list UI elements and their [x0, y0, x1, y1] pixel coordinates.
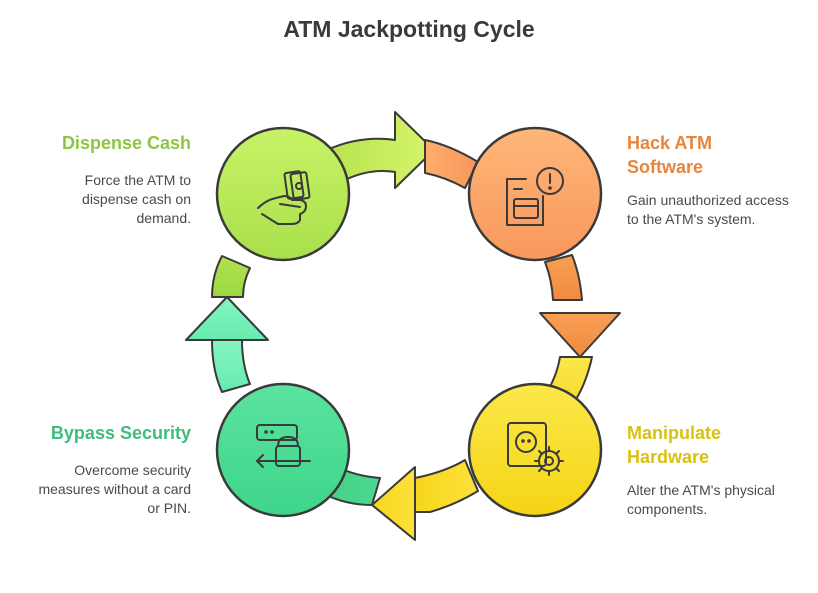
desc-manipulate-hardware: Alter the ATM's physical components.	[627, 481, 812, 519]
ring-segment-top-right	[424, 139, 479, 189]
label-manipulate-hardware-line: Manipulate	[627, 423, 722, 443]
node-hack-software	[467, 126, 603, 262]
arrow-manipulate-to-bypass	[371, 466, 416, 541]
desc-bypass-security: Overcome security measures without a car…	[20, 461, 191, 518]
desc-dispense-cash-line: Force the ATM to	[84, 172, 191, 188]
desc-hack-software-line: Gain unauthorized access	[627, 192, 789, 208]
node-manipulate-hardware	[467, 382, 603, 518]
desc-bypass-security-line: or PIN.	[147, 500, 191, 516]
hardware-gear-icon	[507, 422, 564, 476]
ring-segment-bottom	[414, 459, 479, 513]
desc-dispense-cash-line: demand.	[136, 210, 191, 226]
ring-segment-left	[211, 339, 251, 393]
label-dispense-cash: Dispense Cash	[61, 133, 191, 153]
label-hack-software-line: Software	[627, 157, 704, 177]
node-dispense-cash	[215, 126, 351, 262]
label-manipulate-hardware: Manipulate Hardware	[627, 421, 807, 469]
desc-manipulate-hardware-line: components.	[627, 501, 708, 517]
desc-bypass-security-line: measures without a card	[38, 481, 191, 497]
unlock-icon	[256, 424, 311, 468]
desc-bypass-security-line: Overcome security	[74, 462, 191, 478]
label-manipulate-hardware-line: Hardware	[627, 447, 710, 467]
arrow-bypass-to-dispense	[185, 296, 269, 341]
atm-alert-icon	[506, 167, 564, 226]
node-bypass-security	[215, 382, 351, 518]
arrow-hack-to-manipulate	[539, 312, 621, 358]
desc-dispense-cash: Force the ATM to dispense cash on demand…	[20, 171, 191, 228]
desc-hack-software: Gain unauthorized access to the ATM's sy…	[627, 191, 812, 229]
label-bypass-security: Bypass Security	[50, 423, 191, 443]
desc-hack-software-line: to the ATM's system.	[627, 211, 756, 227]
label-hack-software-line: Hack ATM	[627, 133, 713, 153]
cash-hand-icon	[257, 170, 311, 225]
label-hack-software: Hack ATM Software	[627, 131, 807, 179]
desc-dispense-cash-line: dispense cash on	[82, 191, 191, 207]
desc-manipulate-hardware-line: Alter the ATM's physical	[627, 482, 775, 498]
ring-segment-right	[544, 254, 583, 301]
ring-segment-left-top	[211, 255, 251, 298]
diagram-title: ATM Jackpotting Cycle	[283, 16, 535, 42]
